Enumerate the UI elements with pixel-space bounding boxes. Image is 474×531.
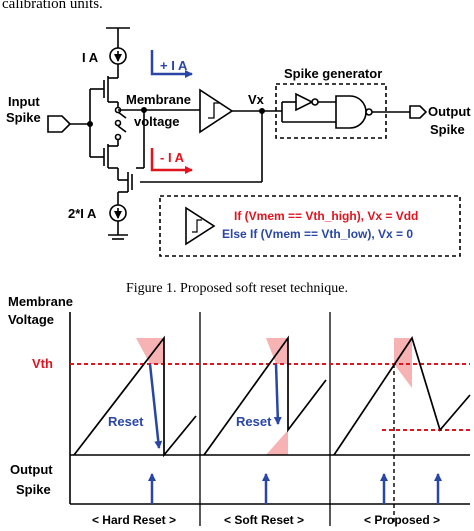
membrane-label-line1: Membrane	[126, 92, 191, 107]
shade-soft-reset-bottom	[266, 430, 288, 455]
charge-current-arrow	[150, 50, 193, 78]
input-label-line2: Spike	[6, 110, 41, 125]
reset-arrow-soft	[273, 363, 282, 425]
reset-arrow-hard	[148, 363, 163, 449]
output-port	[409, 105, 428, 119]
reset-label-hard: Reset	[108, 414, 144, 429]
y-label-line2: Voltage	[8, 312, 54, 327]
spike-generator-label: Spike generator	[284, 66, 382, 81]
output-spike-label-line1: Output	[10, 462, 53, 477]
waveform-hard-reset	[73, 335, 197, 458]
section-label-proposed: < Proposed >	[364, 513, 440, 527]
figure-caption: Figure 1. Proposed soft reset technique.	[126, 281, 348, 296]
output-label-line2: Spike	[430, 122, 465, 137]
membrane-label-line2: voltage	[134, 114, 180, 129]
logic-box	[159, 195, 461, 257]
shade-hard-reset	[136, 338, 164, 364]
source-bottom-label: 2*I A	[68, 206, 97, 221]
logic-line-1: If (Vmem == Vth_high), Vx = Vdd	[234, 209, 418, 223]
vx-label: Vx	[248, 92, 265, 107]
waveform-soft-reset	[203, 335, 327, 456]
discharge-current-arrow	[150, 148, 193, 174]
nand-gate	[335, 95, 367, 129]
timing-diagram	[69, 312, 471, 526]
section-label-hard: < Hard Reset >	[92, 513, 176, 527]
top-clip-text: calibration units.	[2, 0, 103, 12]
output-label-line1: Output	[428, 104, 471, 119]
source-top-label: I A	[82, 50, 99, 65]
circuit-diagram	[47, 27, 461, 257]
y-label-line1: Membrane	[8, 294, 73, 309]
input-port	[47, 115, 72, 133]
vth-label: Vth	[32, 356, 53, 371]
plus-current-label: + I A	[160, 58, 188, 73]
output-spike-label-line2: Spike	[16, 482, 51, 497]
waveform-proposed	[333, 336, 471, 456]
section-label-soft: < Soft Reset >	[224, 513, 304, 527]
logic-line-2: Else If (Vmem == Vth_low), Vx = 0	[222, 227, 413, 241]
comparator	[199, 88, 234, 134]
minus-current-label: - I A	[160, 150, 185, 165]
reset-label-soft: Reset	[236, 414, 272, 429]
inverter	[295, 92, 314, 112]
spike-generator-box	[275, 83, 387, 139]
input-label-line1: Input	[8, 94, 40, 109]
